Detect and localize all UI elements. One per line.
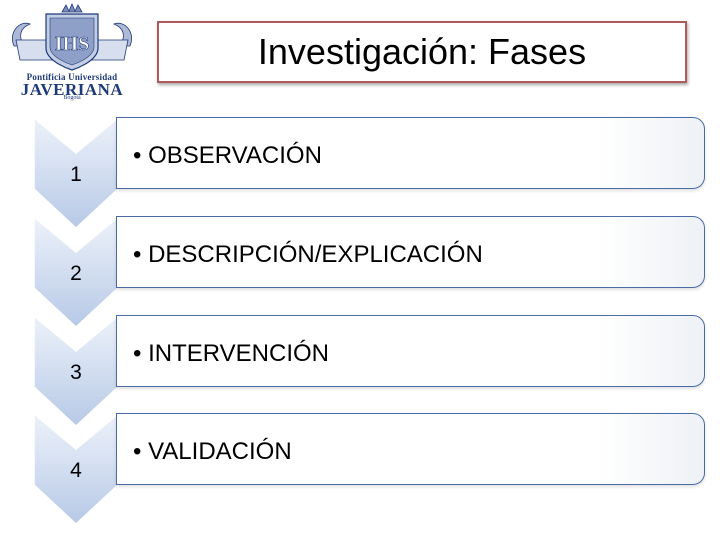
svg-text:IHS: IHS (55, 33, 89, 55)
university-logo: IHS Pontificia Universidad JAVERIANA Bog… (6, 2, 138, 102)
phase-2-number: 2 (70, 262, 82, 285)
slide-title: Investigación: Fases (257, 31, 587, 72)
phase-2-box: • DESCRIPCIÓN/EXPLICACIÓN (116, 216, 705, 288)
phase-1-chevron: 1 (33, 117, 119, 229)
phase-1-number: 1 (70, 163, 82, 186)
phase-3-chevron: 3 (33, 315, 119, 427)
phase-4-number: 4 (70, 459, 82, 482)
logo-university-line: Pontificia Universidad (26, 72, 118, 82)
crest-icon: IHS (12, 2, 132, 71)
phase-3-label: • INTERVENCIÓN (133, 340, 329, 367)
phase-1-box: • OBSERVACIÓN (116, 117, 705, 189)
title-box: Investigación: Fases (157, 21, 687, 83)
phase-1-label: • OBSERVACIÓN (133, 142, 322, 169)
phase-4-box: • VALIDACIÓN (116, 413, 705, 485)
logo-javeriana-line: JAVERIANA (20, 80, 124, 99)
phase-4-label: • VALIDACIÓN (133, 438, 292, 465)
phase-2-chevron: 2 (33, 216, 119, 328)
phase-4-chevron: 4 (33, 413, 119, 525)
logo-city-line: Bogotá (63, 95, 81, 101)
phase-3-box: • INTERVENCIÓN (116, 315, 705, 387)
phase-2-label: • DESCRIPCIÓN/EXPLICACIÓN (133, 241, 483, 268)
phase-3-number: 3 (70, 361, 82, 384)
